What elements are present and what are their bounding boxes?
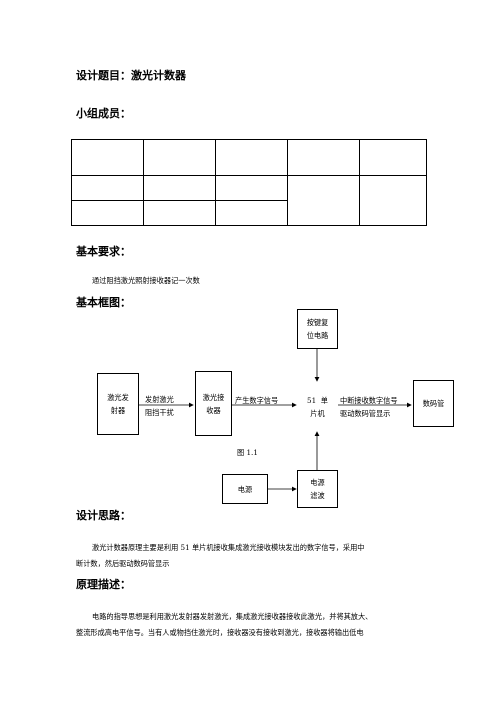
idea-text-line-2: 断计数，然后驱动数码管显示 [76,559,170,568]
table-cell [287,175,360,226]
laser-emitter-box: 激光发射器 [97,373,139,435]
signal-label: 产生数字信号 [235,396,279,405]
mcu-box: 51 单片机 [297,383,338,431]
box-label-line: 激光发 [107,393,129,402]
principle-heading: 原理描述： [76,578,131,591]
box-label-line: 51 单 [307,396,328,405]
emit-label-2: 阻挡干扰 [145,408,174,417]
box-label-line: 激光接 [202,392,225,402]
principle-text-line-1: 电路的指导思想是利用激光发射器发射激光，集成激光接收器接收此激光，并将其放大、 [92,612,373,621]
emit-label-1: 发射激光 [145,395,174,404]
box-label-line: 收器 [206,405,221,415]
reset-circuit-box: 按键复位电路 [297,309,338,349]
box-label-line: 片机 [310,409,325,418]
box-label-line: 射器 [110,406,126,415]
display-box: 数码管 [413,380,454,427]
requirements-heading: 基本要求： [76,245,131,258]
box-label-line: 按键复 [306,318,329,327]
requirements-text: 通过阻挡激光照射接收器记一次数 [92,276,200,285]
power-filter-box: 电源滤波 [297,470,338,508]
box-label-line: 位电路 [306,331,329,340]
diagram-heading: 基本框图： [76,296,131,309]
design-title: 设计题目：激光计数器 [76,69,186,82]
interrupt-label-2: 驱动数码管显示 [340,409,391,418]
laser-receiver-box: 激光接收器 [195,371,232,436]
idea-heading: 设计思路： [76,509,131,522]
table-cell [71,175,144,201]
box-label-line: 电源 [310,478,325,487]
members-table [71,139,427,226]
box-label-line: 数码管 [422,399,445,408]
idea-text-line-1: 激光计数器原理主要是利用 51 单片机接收集成激光接收模块发出的数字信号，采用中 [92,543,365,552]
principle-text-line-2: 整流形成高电平信号。当有人或物挡住激光时，接收器没有接收到激光，接收器将输出低电 [76,628,364,637]
table-cell [287,139,360,176]
table-cell [215,200,288,226]
figure-caption: 图 1.1 [237,448,258,457]
table-cell [215,175,288,201]
box-label-line: 滤波 [310,491,325,500]
table-cell [359,175,427,226]
table-cell [143,200,216,226]
interrupt-label-1: 中断接收数字信号 [340,396,398,405]
box-label-line: 电源 [237,484,253,494]
table-cell [71,200,144,226]
power-box: 电源 [222,474,268,504]
members-heading: 小组成员： [76,107,131,120]
